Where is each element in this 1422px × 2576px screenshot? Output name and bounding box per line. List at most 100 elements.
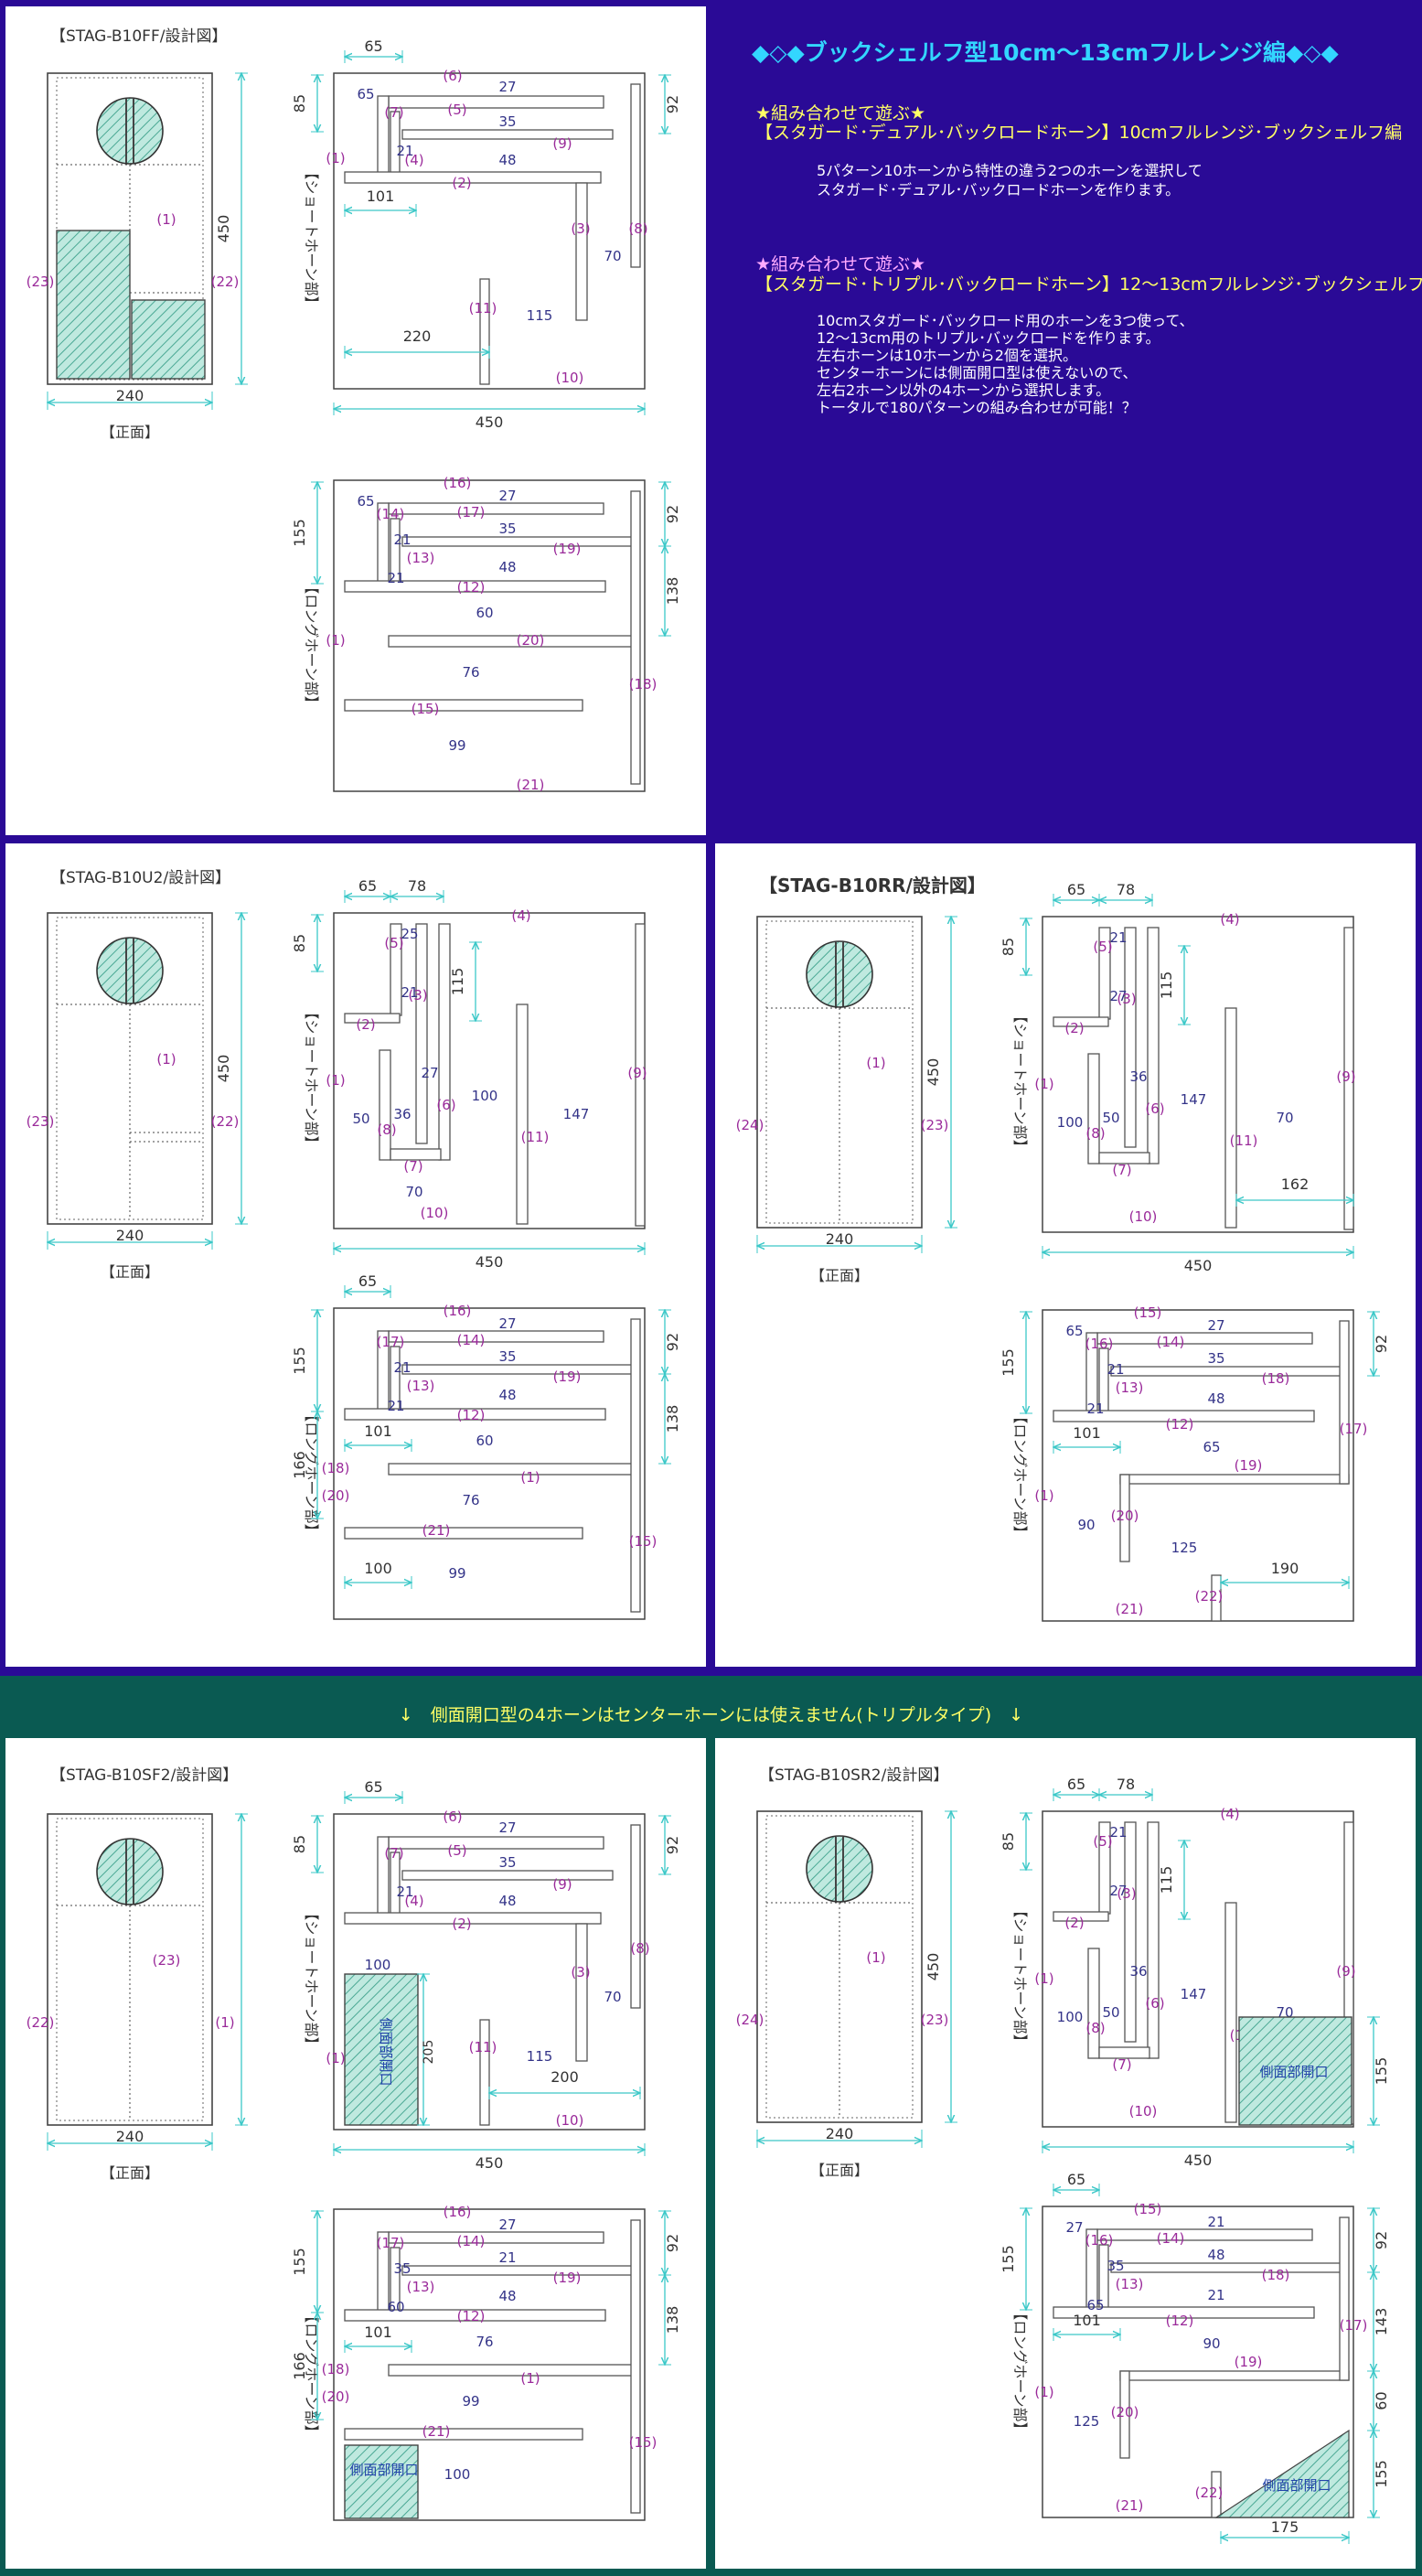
dimension-number: 21 xyxy=(1207,2287,1224,2303)
dimension-number: 21 xyxy=(498,2249,516,2266)
board xyxy=(390,1148,442,1161)
part-label: (21) xyxy=(422,1522,451,1539)
part-label: (16) xyxy=(444,2204,472,2220)
dimension-number: 25 xyxy=(401,926,418,942)
part-label: (24) xyxy=(736,1117,764,1133)
part-label: (20) xyxy=(1111,2404,1139,2420)
dimension-number: 21 xyxy=(387,1398,404,1414)
dimension-label: 65 xyxy=(358,1272,377,1290)
dimension-label: 240 xyxy=(116,2128,144,2145)
side-opening-label: 側面部開口 xyxy=(1262,2477,1331,2494)
dimension-label: 450 xyxy=(476,1253,504,1271)
front-label: 【正面】 xyxy=(101,1263,159,1281)
board xyxy=(1098,2046,1150,2059)
board xyxy=(344,1912,602,1925)
dimension-label: 450 xyxy=(925,1058,942,1087)
dimension-number: 21 xyxy=(393,1359,411,1376)
dimension-label: 115 xyxy=(1158,971,1175,1000)
part-label: (4) xyxy=(404,152,423,168)
dimension-number: 60 xyxy=(387,2299,404,2315)
board xyxy=(630,2219,641,2514)
part-label: (5) xyxy=(1093,1833,1112,1850)
dimension-number: 60 xyxy=(476,605,493,621)
board xyxy=(1119,2370,1130,2459)
dimension-label: 85 xyxy=(1000,938,1017,956)
dimension-label: 450 xyxy=(215,1055,232,1083)
part-label: (22) xyxy=(211,274,240,290)
part-label: (3) xyxy=(571,1964,590,1980)
speaker-unit xyxy=(96,1838,164,1905)
part-label: (22) xyxy=(1195,1588,1224,1605)
dimension-number: 36 xyxy=(1129,1963,1147,1980)
part-label: (4) xyxy=(1220,911,1239,928)
dimension-label: 85 xyxy=(291,934,308,952)
dimension-number: 36 xyxy=(393,1106,411,1122)
dimension-label: 78 xyxy=(1117,881,1135,898)
part-label: (1) xyxy=(1034,1487,1053,1504)
part-label: (14) xyxy=(1157,2230,1185,2247)
part-label: (11) xyxy=(469,2039,497,2055)
dimension-number: 100 xyxy=(472,1088,498,1104)
dimension-label: 85 xyxy=(291,94,308,113)
board xyxy=(1096,2228,1313,2241)
speaker-unit xyxy=(806,940,873,1008)
dimension-label: 65 xyxy=(364,38,382,55)
part-label: (16) xyxy=(444,1303,472,1319)
section-label: 【ショートホーン部】 xyxy=(1011,1903,1029,2048)
part-label: (7) xyxy=(384,1845,403,1862)
side-opening-label: 側面部開口 xyxy=(349,2462,418,2478)
part-label: (21) xyxy=(517,777,545,793)
dimension-number: 70 xyxy=(1276,1110,1293,1126)
dimension-number: 65 xyxy=(1203,1439,1220,1455)
board xyxy=(1110,1366,1345,1377)
speaker-unit xyxy=(96,937,164,1004)
part-label: (15) xyxy=(1134,2201,1162,2217)
dimension-number: 147 xyxy=(563,1106,590,1122)
part-label: (22) xyxy=(1195,2485,1224,2501)
side-opening xyxy=(56,230,131,380)
dimension-number: 35 xyxy=(498,1348,516,1365)
part-label: (3) xyxy=(408,987,427,1004)
part-label: (11) xyxy=(1230,1132,1258,1149)
part-label: (19) xyxy=(553,541,582,557)
dimension-label: 92 xyxy=(664,505,681,523)
dimension-label: 78 xyxy=(1117,1776,1135,1793)
dimension-label: 92 xyxy=(664,95,681,113)
dimension-label: 155 xyxy=(1373,2057,1390,2086)
board xyxy=(1053,1016,1109,1027)
dimension-number: 76 xyxy=(476,2334,493,2350)
dimension-number: 27 xyxy=(1109,1883,1127,1899)
dimension-number: 99 xyxy=(448,1565,465,1582)
board xyxy=(401,129,614,140)
design-title: 【STAG-B10SR2/設計図】 xyxy=(759,1766,948,1785)
dimension-label: 220 xyxy=(403,327,432,345)
dimension-number: 100 xyxy=(1057,2009,1084,2025)
part-label: (3) xyxy=(571,220,590,237)
part-label: (1) xyxy=(326,150,345,166)
board xyxy=(388,1836,604,1850)
board xyxy=(388,635,636,648)
board xyxy=(635,923,646,1227)
dimension-number: 76 xyxy=(462,664,479,681)
dimension-number: 100 xyxy=(1057,1114,1084,1131)
board xyxy=(1119,2370,1350,2381)
part-label: (3) xyxy=(1117,991,1136,1007)
side-opening xyxy=(344,1973,419,2126)
board xyxy=(479,2019,490,2126)
side-opening-label: 側面部開口 xyxy=(378,2017,394,2086)
part-label: (10) xyxy=(1129,1208,1158,1225)
section-label: 【ショートホーン部】 xyxy=(1011,1008,1029,1154)
part-label: (8) xyxy=(377,1122,396,1138)
board xyxy=(344,1408,606,1421)
board xyxy=(415,923,428,1144)
board xyxy=(388,95,604,109)
dimension-number: 21 xyxy=(1207,2214,1224,2230)
long-horn-box xyxy=(1042,1309,1354,1622)
dimension-label: 101 xyxy=(1073,2312,1101,2329)
section-label: 【ショートホーン部】 xyxy=(303,1905,320,2051)
long-horn-box xyxy=(333,2208,646,2521)
dimension-label: 100 xyxy=(364,1560,392,1577)
part-label: (13) xyxy=(407,2279,435,2295)
dimension-number: 50 xyxy=(1102,2004,1119,2021)
part-label: (19) xyxy=(1235,2354,1263,2370)
